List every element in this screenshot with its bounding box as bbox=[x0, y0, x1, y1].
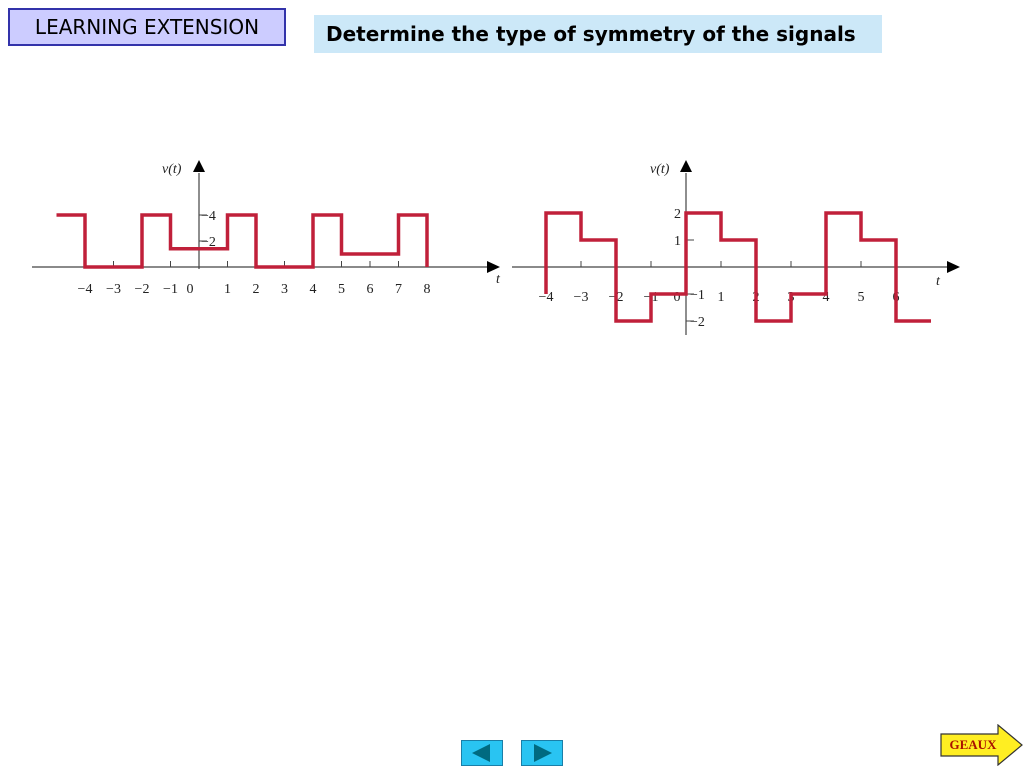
left-triangle-icon bbox=[472, 744, 490, 762]
x-tick-label: 4 bbox=[823, 290, 830, 305]
x-tick-label: −1 bbox=[163, 282, 178, 297]
x-tick-label: 5 bbox=[858, 290, 865, 305]
x-tick-label: 0 bbox=[674, 290, 681, 305]
x-tick-label: 0 bbox=[187, 282, 194, 297]
x-tick-label: 3 bbox=[281, 282, 288, 297]
page-title: Determine the type of symmetry of the si… bbox=[314, 15, 882, 53]
y-axis-arrow-icon bbox=[193, 160, 205, 172]
signal-waveform bbox=[544, 211, 931, 323]
y-tick-label: −2 bbox=[690, 315, 705, 330]
y-ticks: −4 −2 bbox=[199, 209, 216, 250]
x-tick-label: 1 bbox=[224, 282, 231, 297]
right-triangle-icon bbox=[534, 744, 552, 762]
x-axis-arrow-icon bbox=[487, 261, 500, 273]
y-tick-label: 2 bbox=[674, 207, 681, 222]
y-axis-label: v(t) bbox=[650, 162, 670, 177]
x-axis-arrow-icon bbox=[947, 261, 960, 273]
x-tick-label: 8 bbox=[424, 282, 431, 297]
y-tick-label: −4 bbox=[201, 209, 216, 224]
y-tick-label: 1 bbox=[674, 234, 681, 249]
signal-waveform bbox=[56, 213, 429, 269]
x-tick-label: −4 bbox=[539, 290, 554, 305]
y-axis-label: v(t) bbox=[162, 162, 182, 177]
y-tick-label: −1 bbox=[690, 288, 705, 303]
prev-button[interactable] bbox=[461, 740, 503, 766]
x-tick-label: 2 bbox=[253, 282, 260, 297]
x-tick-label: −3 bbox=[574, 290, 589, 305]
x-tick-label: 5 bbox=[338, 282, 345, 297]
x-tick-label: 7 bbox=[395, 282, 402, 297]
signal-plot-1: v(t) t −4 −3 −2 −1 0 1 2 3 4 5 6 7 8 −4 −2 bbox=[32, 160, 501, 297]
x-tick-label: −4 bbox=[78, 282, 93, 297]
next-button[interactable] bbox=[521, 740, 563, 766]
arrow-icon bbox=[940, 724, 1023, 766]
y-ticks: 2 1 −1 −2 bbox=[674, 207, 705, 330]
learning-extension-tag: LEARNING EXTENSION bbox=[8, 8, 286, 46]
x-axis-label: t bbox=[496, 272, 501, 287]
x-ticks: −4 −3 −2 −1 0 1 2 3 4 5 6 7 8 bbox=[78, 261, 431, 297]
y-axis-arrow-icon bbox=[680, 160, 692, 172]
geaux-label: GEAUX bbox=[949, 737, 997, 752]
x-tick-label: 1 bbox=[718, 290, 725, 305]
x-tick-label: 6 bbox=[367, 282, 374, 297]
geaux-button[interactable]: GEAUX bbox=[940, 724, 1024, 766]
x-tick-label: −3 bbox=[106, 282, 121, 297]
y-tick-label: −2 bbox=[201, 235, 216, 250]
x-axis-label: t bbox=[936, 274, 941, 289]
x-tick-label: 4 bbox=[310, 282, 317, 297]
x-tick-label: −2 bbox=[135, 282, 150, 297]
